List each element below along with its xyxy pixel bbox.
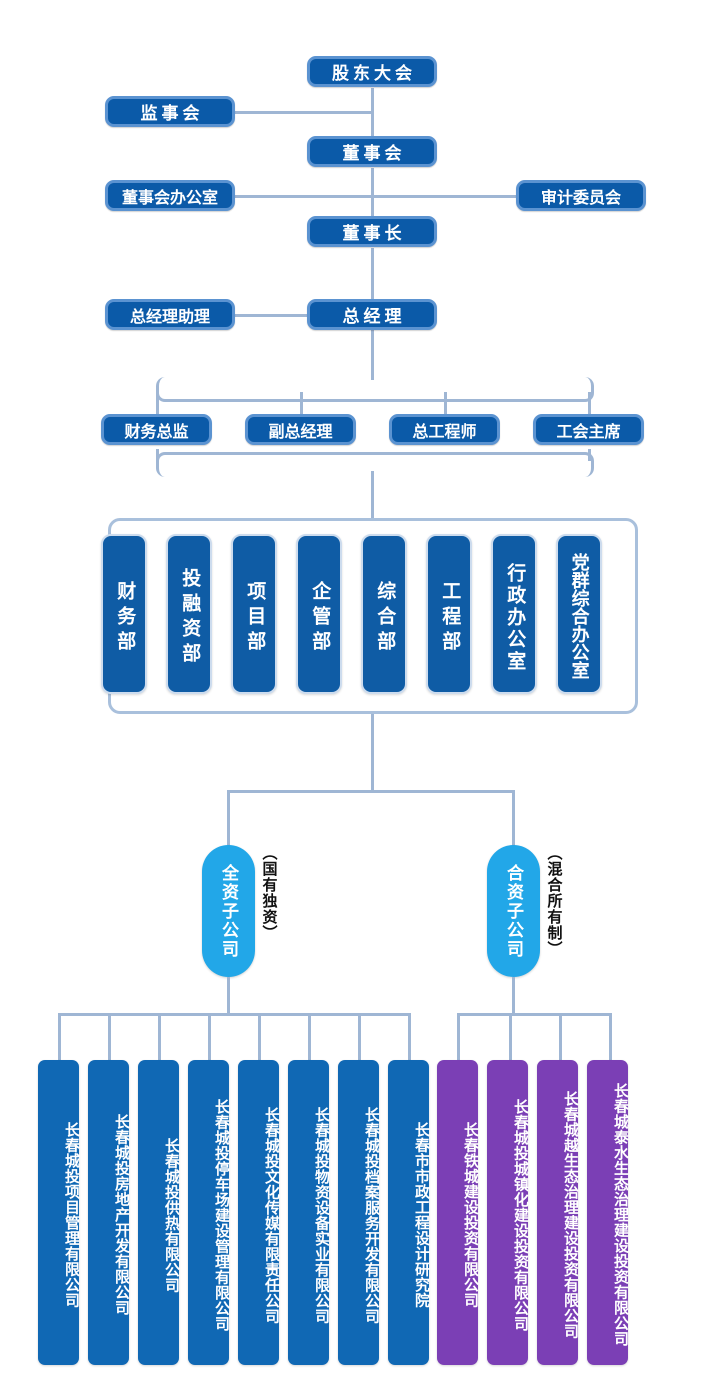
executive-node-0[interactable]: 财务总监	[101, 414, 212, 445]
department-node-7[interactable]: 党群综合办公室	[556, 534, 602, 694]
connector-supervisors-branch	[235, 111, 372, 114]
department-label: 行政办公室	[504, 563, 526, 673]
executive-node-3[interactable]: 工会主席	[533, 414, 644, 445]
node-board-of-supervisors[interactable]: 监事会	[105, 96, 235, 127]
wholly-owned-company-7[interactable]: 长春市市政工程设计研究院	[388, 1060, 430, 1365]
company-label: 长春市市政工程设计研究院	[413, 1122, 430, 1308]
company-label: 长春城越生态治理建设投资有限公司	[562, 1091, 579, 1339]
connector-joint-venture-stub-2	[559, 1013, 562, 1063]
connector-wholly-owned-stub-4	[258, 1013, 261, 1063]
department-node-2[interactable]: 项目部	[231, 534, 277, 694]
connector-wholly-owned-stub-0	[58, 1013, 61, 1063]
subsidiary-group-note-wholly-owned: （国有独资）	[260, 845, 278, 941]
subsidiary-group-label: 全资子公司	[219, 863, 239, 959]
department-label: 项目部	[244, 580, 266, 656]
connector-subsidiary-bus	[227, 790, 515, 793]
node-audit-committee[interactable]: 审计委员会	[516, 180, 646, 211]
connector-joint-venture-stub-3	[609, 1013, 612, 1063]
company-label: 长春城投项目管理有限公司	[63, 1122, 80, 1308]
connector-dept-to-subsidiary-bus	[371, 714, 374, 793]
department-node-1[interactable]: 投融资部	[166, 534, 212, 694]
company-label: 长春城投物资设备实业有限公司	[313, 1106, 330, 1324]
department-label: 工程部	[439, 580, 461, 656]
connector-wholly-owned-stub-5	[308, 1013, 311, 1063]
connector-exec-stub-1	[156, 392, 159, 416]
executive-label: 副总经理	[268, 423, 333, 441]
joint-venture-company-3[interactable]: 长春城泰水生态治理建设投资有限公司	[587, 1060, 629, 1365]
connector-wholly-owned-stub-1	[108, 1013, 111, 1063]
connector-exec-bus	[156, 377, 594, 402]
company-label: 长春城投档案服务开发有限公司	[363, 1106, 380, 1324]
connector-wholly-owned-stub-3	[208, 1013, 211, 1063]
joint-venture-company-2[interactable]: 长春城越生态治理建设投资有限公司	[537, 1060, 579, 1365]
company-label: 长春城投房地产开发有限公司	[113, 1114, 130, 1316]
subsidiary-group-joint-venture[interactable]: 合资子公司	[487, 845, 540, 977]
company-label: 长春城投文化传媒有限责任公司	[263, 1106, 280, 1324]
department-node-4[interactable]: 综合部	[361, 534, 407, 694]
executive-label: 财务总监	[124, 423, 189, 441]
department-label: 综合部	[374, 580, 396, 656]
connector-wholly-owned-stub-7	[408, 1013, 411, 1063]
connector-dept-feed	[371, 471, 374, 519]
wholly-owned-company-3[interactable]: 长春城投停车场建设管理有限公司	[188, 1060, 230, 1365]
department-node-6[interactable]: 行政办公室	[491, 534, 537, 694]
company-label: 长春铁城建设投资有限公司	[462, 1122, 479, 1308]
connector-gm-assistant-branch	[235, 314, 372, 317]
connector-wholly-owned-stub-2	[158, 1013, 161, 1063]
department-node-3[interactable]: 企管部	[296, 534, 342, 694]
connector-wholly-owned-stub-6	[358, 1013, 361, 1063]
node-board-office[interactable]: 董事会办公室	[105, 180, 235, 211]
connector-joint-venture-drop	[512, 977, 515, 1015]
connector-gm-to-exec-bus	[371, 330, 374, 380]
department-node-5[interactable]: 工程部	[426, 534, 472, 694]
node-board-of-directors[interactable]: 董事会	[307, 136, 437, 167]
connector-bus-to-wholly-owned	[227, 790, 230, 850]
wholly-owned-company-2[interactable]: 长春城投供热有限公司	[138, 1060, 180, 1365]
department-label: 投融资部	[179, 568, 201, 668]
company-label: 长春城泰水生态治理建设投资有限公司	[612, 1083, 629, 1347]
subsidiary-group-label: 合资子公司	[504, 863, 524, 959]
joint-venture-company-0[interactable]: 长春铁城建设投资有限公司	[437, 1060, 479, 1365]
executive-node-1[interactable]: 副总经理	[245, 414, 356, 445]
company-label: 长春城投停车场建设管理有限公司	[213, 1098, 230, 1332]
connector-exec-stub-4	[588, 392, 591, 416]
connector-exec-down-1	[156, 449, 159, 461]
connector-exec-down-4	[588, 449, 591, 461]
wholly-owned-company-5[interactable]: 长春城投物资设备实业有限公司	[288, 1060, 330, 1365]
joint-venture-company-1[interactable]: 长春城投城镇化建设投资有限公司	[487, 1060, 529, 1365]
node-shareholders-meeting[interactable]: 股东大会	[307, 56, 437, 87]
subsidiary-group-note-joint-venture: （混合所有制）	[545, 845, 563, 957]
department-node-0[interactable]: 财务部	[101, 534, 147, 694]
connector-wholly-owned-drop	[227, 977, 230, 1015]
subsidiary-group-wholly-owned[interactable]: 全资子公司	[202, 845, 255, 977]
node-chairman[interactable]: 董事长	[307, 216, 437, 247]
connector-audit-committee-branch	[371, 195, 516, 198]
department-label: 企管部	[309, 580, 331, 656]
connector-board-office-branch	[235, 195, 372, 198]
executive-label: 总工程师	[412, 423, 477, 441]
wholly-owned-company-6[interactable]: 长春城投档案服务开发有限公司	[338, 1060, 380, 1365]
executive-node-2[interactable]: 总工程师	[389, 414, 500, 445]
connector-exec-stub-3	[444, 392, 447, 416]
wholly-owned-company-1[interactable]: 长春城投房地产开发有限公司	[88, 1060, 130, 1365]
connector-joint-venture-bus	[457, 1013, 612, 1016]
wholly-owned-company-4[interactable]: 长春城投文化传媒有限责任公司	[238, 1060, 280, 1365]
company-label: 长春城投城镇化建设投资有限公司	[512, 1098, 529, 1332]
node-general-manager[interactable]: 总经理	[307, 299, 437, 330]
connector-wholly-owned-bus	[58, 1013, 410, 1016]
connector-joint-venture-stub-0	[457, 1013, 460, 1063]
connector-chairman-to-gm	[371, 248, 374, 302]
connector-bus-to-joint-venture	[512, 790, 515, 850]
department-label: 党群综合办公室	[569, 553, 590, 679]
node-gm-assistant[interactable]: 总经理助理	[105, 299, 235, 330]
connector-joint-venture-stub-1	[509, 1013, 512, 1063]
connector-shareholders-to-board	[371, 88, 374, 142]
connector-exec-stub-2	[300, 392, 303, 416]
executive-label: 工会主席	[556, 423, 621, 441]
connector-exec-to-dept-bracket	[156, 452, 594, 477]
company-label: 长春城投供热有限公司	[163, 1137, 180, 1293]
wholly-owned-company-0[interactable]: 长春城投项目管理有限公司	[38, 1060, 80, 1365]
department-label: 财务部	[114, 580, 136, 656]
